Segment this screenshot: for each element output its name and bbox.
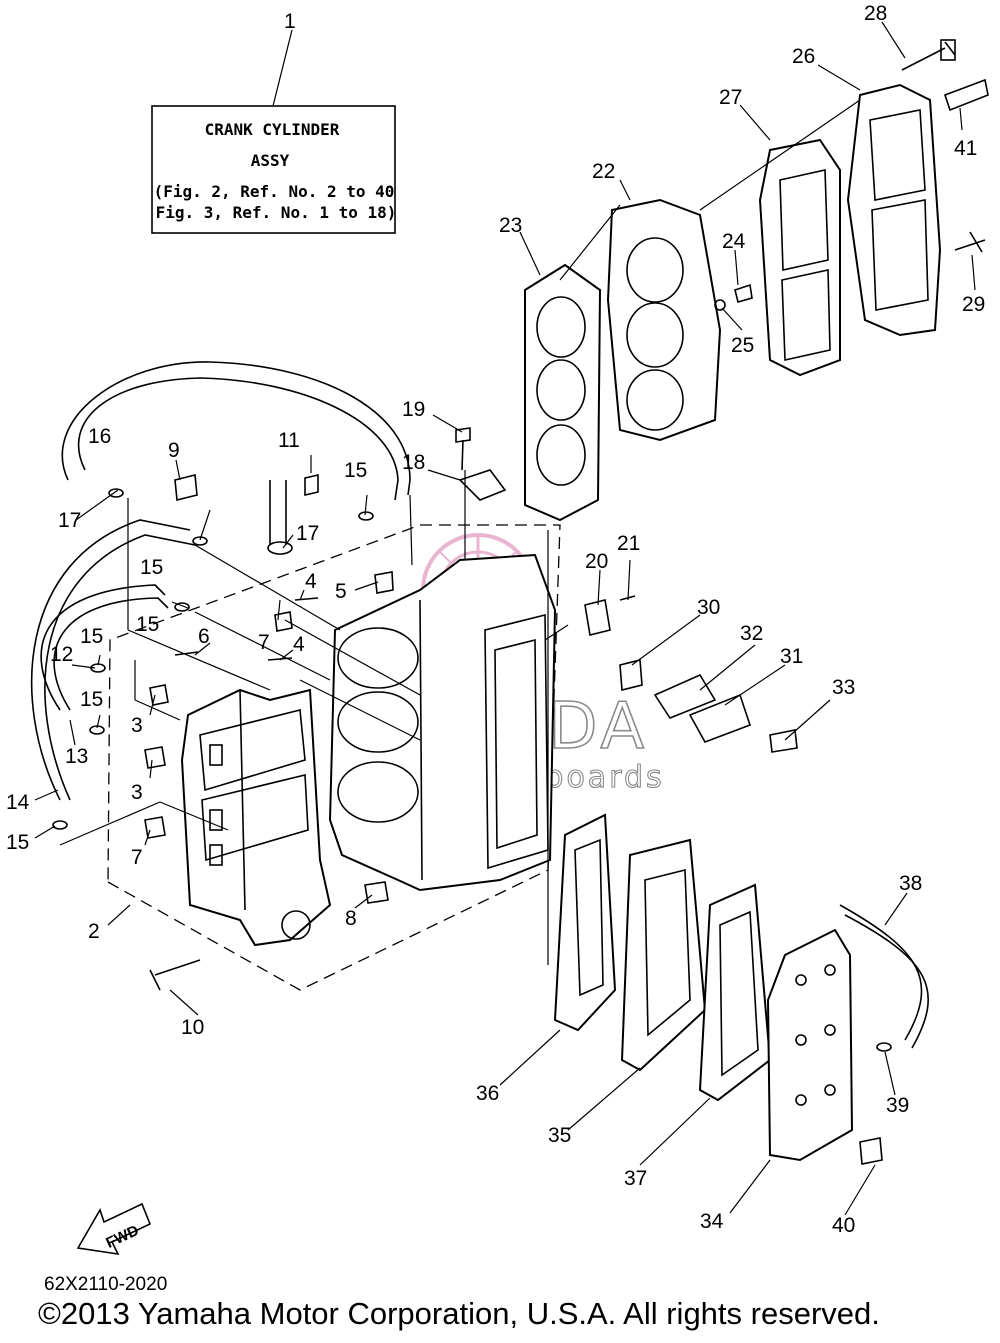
callout-29: 29 — [962, 293, 985, 316]
callout-37: 37 — [624, 1167, 647, 1190]
callout-4b: 4 — [293, 633, 305, 656]
callout-30: 30 — [697, 596, 720, 619]
callout-24: 24 — [722, 230, 746, 253]
leader-lines — [34, 21, 976, 1216]
callout-40: 40 — [832, 1214, 855, 1237]
callout-6: 6 — [198, 625, 210, 648]
hoses — [30, 361, 929, 1049]
fasteners — [52, 39, 989, 1165]
cylinder-block — [328, 553, 557, 892]
callout-14: 14 — [6, 791, 30, 814]
callout-15d: 15 — [80, 625, 103, 648]
callout-41: 41 — [954, 137, 977, 160]
callout-15c: 15 — [136, 613, 159, 636]
callout-16: 16 — [88, 425, 111, 448]
callout-1: 1 — [284, 10, 296, 33]
callout-31: 31 — [780, 645, 803, 668]
callout-36: 36 — [476, 1082, 499, 1105]
callout-2: 2 — [88, 920, 100, 943]
callout-5: 5 — [335, 580, 347, 603]
callout-12: 12 — [50, 643, 73, 666]
callout-15e: 15 — [80, 688, 103, 711]
assembly-ref-fig2: (Fig. 2, Ref. No. 2 to 40 — [154, 182, 395, 201]
callout-15f: 15 — [6, 831, 29, 854]
assembly-ref-fig3: Fig. 3, Ref. No. 1 to 18) — [156, 203, 397, 222]
callout-19: 19 — [402, 398, 425, 421]
callout-7a: 7 — [258, 631, 270, 654]
head-cover-gasket — [758, 138, 841, 377]
callout-20: 20 — [585, 550, 608, 573]
callout-38: 38 — [899, 872, 922, 895]
assembly-title: CRANK CYLINDER — [205, 120, 340, 139]
callout-13: 13 — [65, 745, 88, 768]
callout-27: 27 — [719, 86, 742, 109]
callout-3a: 3 — [131, 714, 143, 737]
assembly-outline — [107, 524, 561, 991]
callout-11: 11 — [278, 429, 300, 452]
callout-39: 39 — [886, 1094, 909, 1117]
cylinder-head — [606, 198, 722, 442]
callout-23: 23 — [499, 214, 522, 237]
callout-26: 26 — [792, 45, 815, 68]
forward-direction-arrow: FWD — [76, 1202, 152, 1256]
callout-4a: 4 — [305, 570, 317, 593]
head-cover — [846, 83, 942, 337]
callout-labels: 1 2 3 3 4 4 5 6 7 7 8 9 10 11 12 13 14 1… — [6, 2, 985, 1237]
exhaust-outer-gasket — [698, 883, 772, 1102]
assembly-label-box: CRANK CYLINDER ASSY (Fig. 2, Ref. No. 2 … — [151, 29, 397, 234]
head-gasket — [524, 263, 602, 522]
exhaust-inner-cover — [620, 838, 707, 1072]
callout-32: 32 — [740, 622, 763, 645]
exhaust-outer-cover — [766, 928, 854, 1162]
callout-10: 10 — [181, 1016, 204, 1039]
callout-15a: 15 — [344, 459, 367, 482]
callout-35: 35 — [548, 1124, 571, 1147]
callout-7b: 7 — [131, 846, 143, 869]
callout-17a: 17 — [58, 509, 81, 532]
callout-15b: 15 — [140, 556, 163, 579]
callout-3b: 3 — [131, 781, 143, 804]
callout-8: 8 — [345, 907, 357, 930]
document-code: 62X2110-2020 — [44, 1274, 168, 1295]
callout-9: 9 — [168, 439, 180, 462]
callout-33: 33 — [832, 676, 855, 699]
callout-18: 18 — [402, 451, 425, 474]
callout-34: 34 — [700, 1210, 724, 1233]
callout-22: 22 — [592, 160, 615, 183]
callout-21: 21 — [617, 532, 640, 555]
callout-17b: 17 — [296, 522, 319, 545]
exhaust-inner-gasket — [553, 813, 617, 1032]
copyright-notice: ©2013 Yamaha Motor Corporation, U.S.A. A… — [38, 1296, 880, 1331]
forward-direction-label: FWD — [103, 1222, 141, 1252]
assembly-subtitle: ASSY — [251, 151, 290, 170]
callout-28: 28 — [864, 2, 887, 25]
crankcase — [180, 688, 332, 947]
callout-25: 25 — [731, 334, 754, 357]
